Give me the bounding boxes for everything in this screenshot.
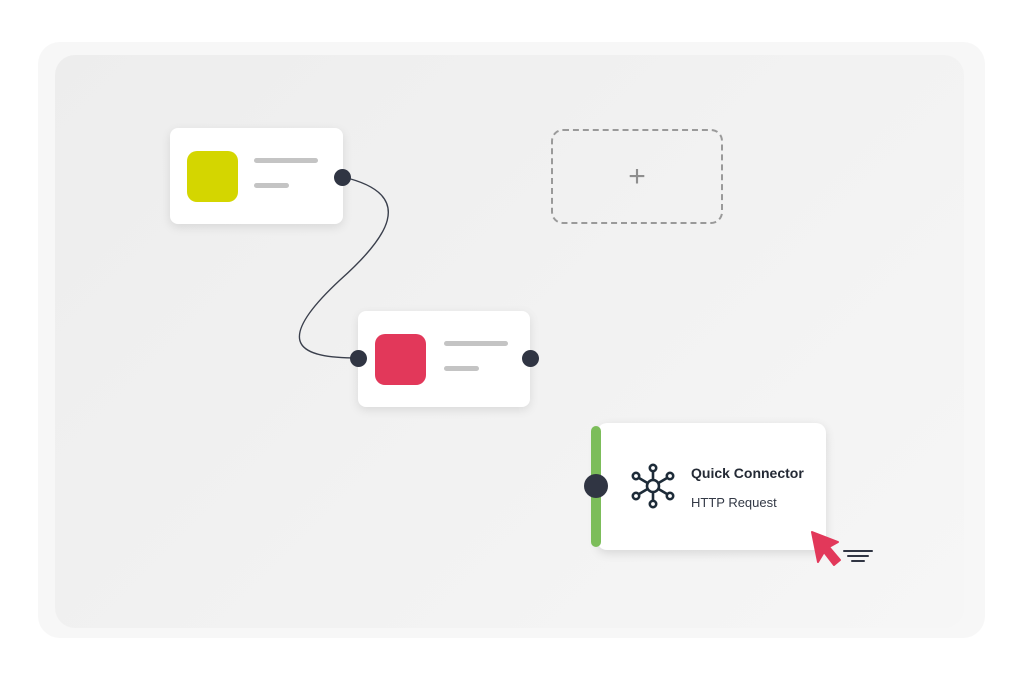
connector-subtitle: HTTP Request [691, 495, 777, 510]
workflow-node-1[interactable] [170, 128, 343, 224]
add-node-placeholder[interactable]: + [551, 129, 723, 224]
node-2-input-port[interactable] [350, 350, 367, 367]
node-color-swatch [375, 334, 426, 385]
connector-input-port[interactable] [584, 474, 608, 498]
plus-icon: + [628, 159, 646, 193]
node-1-output-port[interactable] [334, 169, 351, 186]
connector-title: Quick Connector [691, 465, 804, 481]
node-color-swatch [187, 151, 238, 202]
node-text-placeholder-line [444, 366, 479, 371]
node-text-placeholder-line [254, 158, 318, 163]
node-text-placeholder-line [444, 341, 508, 346]
pointer-cursor-icon [811, 531, 873, 566]
quick-connector-card[interactable]: Quick Connector HTTP Request [597, 423, 826, 550]
node-text-placeholder-line [254, 183, 289, 188]
network-hub-icon [631, 463, 675, 509]
node-2-output-port[interactable] [522, 350, 539, 367]
workflow-node-2[interactable] [358, 311, 530, 407]
